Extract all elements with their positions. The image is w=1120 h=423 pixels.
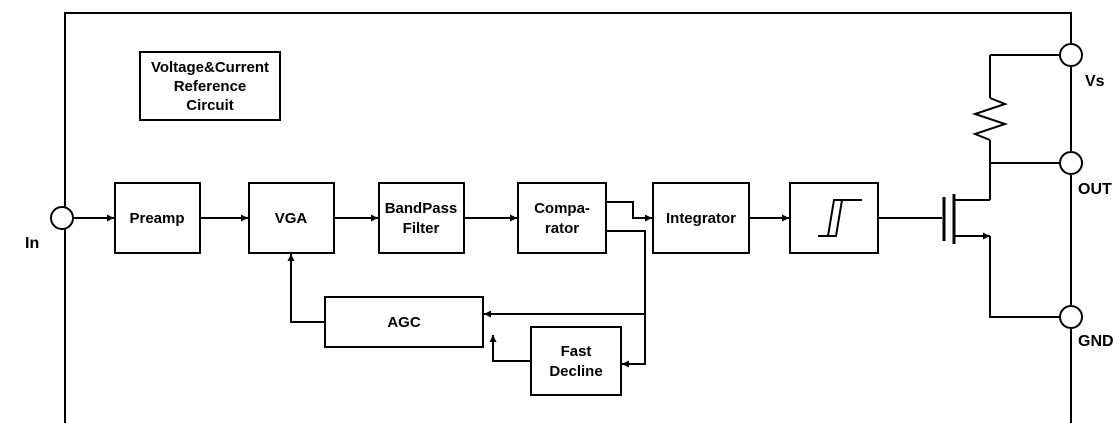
agc-label: AGC — [387, 314, 421, 331]
reference-label-line2: Reference — [174, 78, 247, 95]
integrator-block: Integrator — [652, 182, 750, 254]
input-pin-label: In — [25, 235, 39, 252]
reference-label-line3: Circuit — [186, 97, 234, 114]
output-transistor — [942, 194, 990, 244]
wire-feedback-to-fast-decline — [622, 314, 646, 368]
vs-pin-label: Vs — [1085, 73, 1105, 90]
comparator-block: Compa- rator — [517, 182, 607, 254]
agc-block: AGC — [324, 296, 484, 348]
wire-comparator-to-integrator — [606, 201, 652, 222]
preamp-block: Preamp — [114, 182, 201, 254]
vs-terminal — [1059, 43, 1083, 67]
fast-decline-label-line1: Fast — [561, 343, 592, 360]
gnd-pin-label: GND — [1078, 333, 1114, 350]
reference-circuit-block: Voltage&Current Reference Circuit — [139, 51, 281, 121]
wire-source-to-gnd — [989, 236, 1060, 318]
reference-label-line1: Voltage&Current — [151, 59, 269, 76]
bandpass-label-line1: BandPass — [385, 200, 458, 217]
input-terminal — [50, 206, 74, 230]
vga-label: VGA — [275, 210, 308, 227]
hysteresis-icon — [818, 199, 862, 237]
pullup-resistor-icon — [971, 97, 1009, 141]
comparator-label-line2: rator — [545, 220, 579, 237]
comparator-label-line1: Compa- — [534, 200, 590, 217]
fast-decline-block: Fast Decline — [530, 326, 622, 396]
wire-fast-decline-to-agc — [489, 335, 531, 362]
wire-agc-to-vga — [287, 254, 325, 323]
bandpass-label-line2: Filter — [403, 220, 440, 237]
vga-block: VGA — [248, 182, 335, 254]
bandpass-filter-block: BandPass Filter — [378, 182, 465, 254]
out-terminal — [1059, 151, 1083, 175]
gnd-terminal — [1059, 305, 1083, 329]
wire-comparator-feedback — [606, 230, 646, 314]
schmitt-trigger-block — [789, 182, 879, 254]
integrator-label: Integrator — [666, 210, 736, 227]
preamp-label: Preamp — [129, 210, 184, 227]
out-pin-label: OUT — [1078, 181, 1112, 198]
fast-decline-label-line2: Decline — [549, 363, 602, 380]
